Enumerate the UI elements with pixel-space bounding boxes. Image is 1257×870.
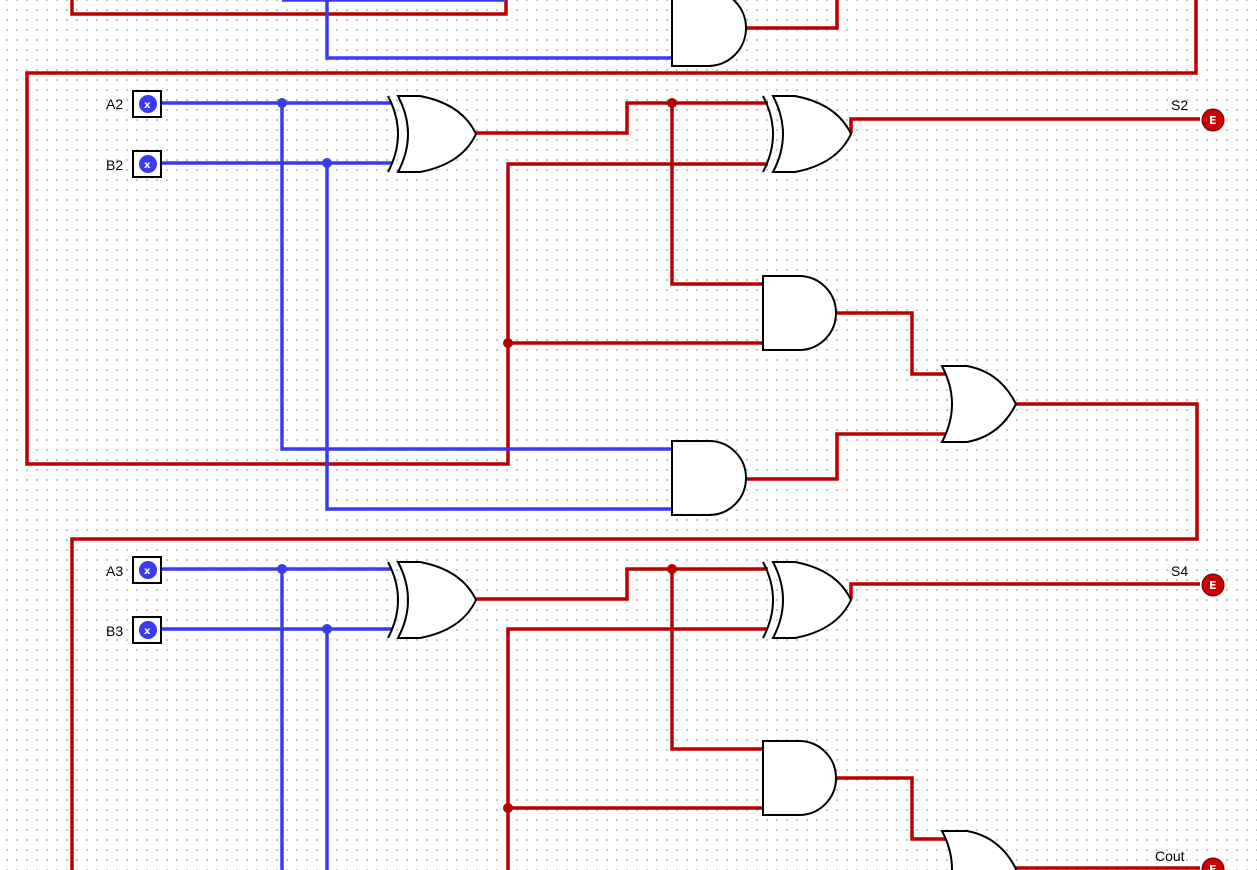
pin-value-cout: E: [1209, 863, 1217, 870]
xor-gate[interactable]: [762, 95, 853, 173]
input-pin-b2[interactable]: B2 x: [106, 150, 162, 178]
and-gate[interactable]: [762, 740, 837, 816]
xor1-out-wire[interactable]: [476, 567, 768, 601]
pin-label-a2: A2: [106, 96, 123, 112]
input-pin-b3[interactable]: B3 x: [106, 616, 162, 644]
output-pin-cout[interactable]: Cout E: [1155, 848, 1225, 870]
pin-value-a3: x: [144, 566, 151, 577]
input-pin-a2[interactable]: A2 x: [106, 90, 162, 118]
junction: [277, 564, 287, 574]
pin-label-s2: S2: [1171, 97, 1188, 113]
input-wire[interactable]: [325, 0, 672, 60]
stage-2: A2 x B2 x S2 E: [70, 90, 1225, 870]
and-gate[interactable]: [671, 440, 747, 516]
output-pin-s2[interactable]: S2 E: [1171, 97, 1225, 132]
xor-gate[interactable]: [387, 95, 478, 173]
and-to-or-wire[interactable]: [836, 776, 947, 841]
pin-value-b3: x: [144, 626, 151, 637]
sum-out-wire[interactable]: [849, 582, 1200, 599]
junction: [667, 98, 677, 108]
stage-3: A3 x B3 x S4 E Cout E: [106, 556, 1225, 870]
xor-gate[interactable]: [387, 561, 478, 639]
carry-wire[interactable]: [25, 0, 1198, 466]
pin-value-s2: E: [1209, 114, 1217, 127]
and-to-or-wire[interactable]: [836, 311, 947, 376]
junction: [667, 564, 677, 574]
xor-gate[interactable]: [762, 561, 853, 639]
pin-label-b3: B3: [106, 623, 123, 639]
carry-in-wire[interactable]: [506, 627, 768, 870]
junction: [503, 803, 513, 813]
xor1-to-and-wire[interactable]: [670, 569, 763, 751]
sum-out-wire[interactable]: [849, 117, 1200, 133]
pin-label-a3: A3: [106, 563, 123, 579]
carry-in-wire[interactable]: [506, 162, 768, 343]
junction: [322, 158, 332, 168]
or-gate[interactable]: [940, 365, 1018, 443]
and-gate[interactable]: [671, 0, 747, 67]
output-pin-s4[interactable]: S4 E: [1171, 563, 1225, 597]
xor1-to-and-wire[interactable]: [670, 103, 763, 286]
junction: [322, 624, 332, 634]
input-pin-a3[interactable]: A3 x: [106, 556, 162, 584]
input-wire-b2-tap[interactable]: [325, 163, 672, 511]
carry-wire[interactable]: [746, 0, 839, 30]
pin-label-cout: Cout: [1155, 848, 1185, 864]
pin-label-b2: B2: [106, 157, 123, 173]
carry-wire[interactable]: [70, 0, 508, 16]
junction: [277, 98, 287, 108]
stage-1-partial: [25, 0, 1198, 466]
and-to-or-wire[interactable]: [746, 432, 947, 481]
pin-value-s4: E: [1209, 579, 1217, 592]
carry-out-wire[interactable]: [70, 402, 1199, 870]
xor1-out-wire[interactable]: [476, 101, 768, 135]
pin-value-a2: x: [144, 100, 151, 111]
pin-value-b2: x: [144, 160, 151, 171]
pin-label-s4: S4: [1171, 563, 1188, 579]
junction: [503, 338, 513, 348]
or-gate[interactable]: [940, 830, 1018, 870]
input-wire-a2-tap[interactable]: [280, 103, 672, 451]
and-gate[interactable]: [762, 275, 837, 351]
